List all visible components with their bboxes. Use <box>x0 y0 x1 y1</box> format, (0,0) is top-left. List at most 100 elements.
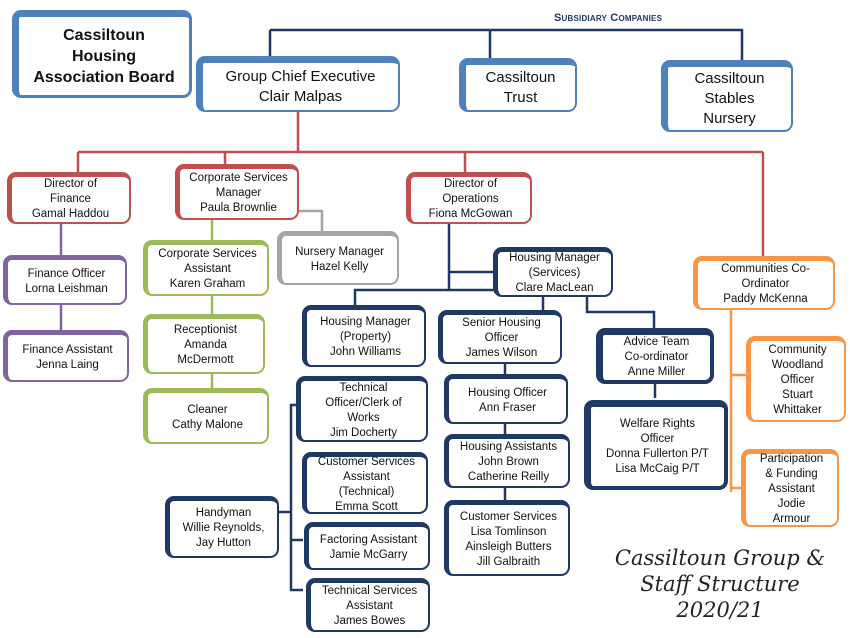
housing-assistants-title: Housing Assistants <box>459 441 558 453</box>
communities-coordinator-name: Paddy McKenna <box>723 293 808 305</box>
corporate-manager-name: Paula Brownlie <box>200 202 277 214</box>
cs-assistant-technical-line-1: Customer Services <box>317 455 416 468</box>
nursery-manager-name: Hazel Kelly <box>310 260 369 273</box>
cs-assistant-technical-line-2: Assistant <box>343 470 390 483</box>
technical-officer-line-3: Works <box>347 411 380 424</box>
finance-officer-title: Finance Officer <box>27 267 106 280</box>
communities-coordinator-box: Communities Co- Ordinator Paddy McKenna <box>693 256 835 310</box>
participation-name-2: Armour <box>772 513 811 525</box>
director-operations-box: Director of Operations Fiona McGowan <box>406 172 532 224</box>
technical-officer-line-1: Technical <box>339 381 388 394</box>
technical-services-name: James Bowes <box>333 615 406 627</box>
technical-services-assistant-box: Technical Services Assistant James Bowes <box>306 578 430 632</box>
housing-property-name: John Williams <box>330 346 401 358</box>
caption-line-2: Staff Structure <box>640 572 800 596</box>
woodland-name-1: Stuart <box>782 389 813 401</box>
stables-box: Cassiltoun Stables Nursery <box>661 60 793 132</box>
finance-officer-name: Lorna Leishman <box>25 282 108 295</box>
housing-manager-services-box: Housing Manager (Services) Clare MacLean <box>493 247 613 297</box>
housing-property-line-1: Housing Manager <box>320 316 411 328</box>
cs-assistant-technical-name: Emma Scott <box>335 500 398 513</box>
customer-services-title: Customer Services <box>459 510 558 523</box>
corporate-assistant-line-2: Assistant <box>184 263 231 275</box>
participation-name-1: Jodie <box>777 498 806 510</box>
nursery-manager-box: Nursery Manager Hazel Kelly <box>277 231 399 285</box>
cleaner-name: Cathy Malone <box>172 418 243 431</box>
subsidiary-companies-label: Subsidiary Companies <box>554 12 663 24</box>
stables-line-2: Stables <box>704 89 755 107</box>
finance-assistant-title: Finance Assistant <box>22 343 113 356</box>
housing-services-line-2: (Services) <box>528 267 581 279</box>
senior-housing-officer-box: Senior Housing Officer James Wilson <box>438 310 562 364</box>
structure-caption: Cassiltoun Group & Staff Structure 2020/… <box>605 545 835 623</box>
board-line-3: Association Board <box>33 68 175 86</box>
director-finance-line-2: Finance <box>50 193 91 205</box>
technical-officer-name: Jim Docherty <box>329 426 398 439</box>
customer-services-box: Customer Services Lisa Tomlinson Ainslei… <box>444 500 570 576</box>
participation-assistant-box: Participation & Funding Assistant Jodie … <box>741 449 839 527</box>
ceo-box: Group Chief Executive Clair Malpas <box>196 56 400 112</box>
finance-assistant-box: Finance Assistant Jenna Laing <box>3 330 129 382</box>
receptionist-box: Receptionist Amanda McDermott <box>143 314 265 374</box>
woodland-name-2: Whittaker <box>773 404 822 416</box>
factoring-assistant-name: Jamie McGarry <box>329 548 408 561</box>
advice-team-line-2: Co-ordinator <box>624 351 689 363</box>
welfare-rights-name-1: Donna Fullerton P/T <box>606 447 709 460</box>
community-woodland-box: Community Woodland Officer Stuart Whitta… <box>746 336 846 422</box>
director-finance-name: Gamal Haddou <box>31 208 110 220</box>
stables-line-1: Cassiltoun <box>694 69 765 87</box>
customer-services-name-2: Ainsleigh Butters <box>465 540 552 553</box>
advice-team-box: Advice Team Co-ordinator Anne Miller <box>596 328 714 384</box>
factoring-assistant-box: Factoring Assistant Jamie McGarry <box>304 522 430 570</box>
technical-officer-line-2: Officer/Clerk of <box>325 396 402 409</box>
corporate-manager-line-1: Corporate Services <box>189 172 288 184</box>
housing-assistants-name-1: John Brown <box>478 456 539 468</box>
participation-line-2: & Funding <box>765 468 818 480</box>
welfare-rights-box: Welfare Rights Officer Donna Fullerton P… <box>584 400 728 490</box>
finance-officer-box: Finance Officer Lorna Leishman <box>3 255 127 305</box>
ceo-name: Clair Malpas <box>258 87 343 105</box>
caption-line-1: Cassiltoun Group & <box>614 546 826 570</box>
board-box: Cassiltoun Housing Association Board <box>12 10 192 98</box>
handyman-box: Handyman Willie Reynolds, Jay Hutton <box>165 496 279 558</box>
welfare-rights-line-2: Officer <box>640 432 675 445</box>
advice-team-line-1: Advice Team <box>623 336 690 348</box>
director-operations-line-2: Operations <box>442 193 499 205</box>
woodland-line-1: Community <box>768 344 827 356</box>
welfare-rights-name-2: Lisa McCaig P/T <box>615 462 700 475</box>
caption-line-3: 2020/21 <box>676 598 764 622</box>
handyman-name-2: Jay Hutton <box>196 537 251 549</box>
factoring-assistant-title: Factoring Assistant <box>319 533 418 546</box>
corporate-assistant-name: Karen Graham <box>169 278 246 290</box>
participation-line-1: Participation <box>759 453 824 465</box>
housing-assistants-box: Housing Assistants John Brown Catherine … <box>444 434 570 488</box>
woodland-line-2: Woodland <box>771 359 824 371</box>
ceo-title: Group Chief Executive <box>225 67 376 85</box>
trust-line-2: Trust <box>503 88 538 106</box>
director-finance-box: Director of Finance Gamal Haddou <box>7 172 131 224</box>
customer-services-name-3: Jill Galbraith <box>476 555 541 568</box>
cs-assistant-technical-box: Customer Services Assistant (Technical) … <box>302 452 428 514</box>
housing-assistants-name-2: Catherine Reilly <box>467 471 550 483</box>
housing-officer-box: Housing Officer Ann Fraser <box>444 374 568 424</box>
receptionist-name-2: McDermott <box>177 354 234 366</box>
corporate-assistant-box: Corporate Services Assistant Karen Graha… <box>143 240 269 296</box>
communities-coordinator-line-1: Communities Co- <box>721 263 810 275</box>
housing-services-line-1: Housing Manager <box>509 252 600 264</box>
woodland-line-3: Officer <box>780 374 815 386</box>
receptionist-name-1: Amanda <box>184 339 227 351</box>
finance-assistant-name: Jenna Laing <box>36 358 99 371</box>
welfare-rights-line-1: Welfare Rights <box>619 417 696 430</box>
housing-officer-name: Ann Fraser <box>479 401 536 414</box>
board-line-1: Cassiltoun <box>63 26 145 44</box>
communities-coordinator-line-2: Ordinator <box>741 278 790 290</box>
receptionist-title: Receptionist <box>173 324 238 336</box>
nursery-manager-title: Nursery Manager <box>295 245 384 258</box>
cleaner-title: Cleaner <box>187 403 228 416</box>
housing-officer-title: Housing Officer <box>467 386 548 399</box>
trust-line-1: Cassiltoun <box>485 68 556 86</box>
housing-property-line-2: (Property) <box>339 331 392 343</box>
handyman-title: Handyman <box>195 507 252 519</box>
director-operations-line-1: Director of <box>443 178 498 190</box>
senior-housing-name: James Wilson <box>465 347 538 359</box>
